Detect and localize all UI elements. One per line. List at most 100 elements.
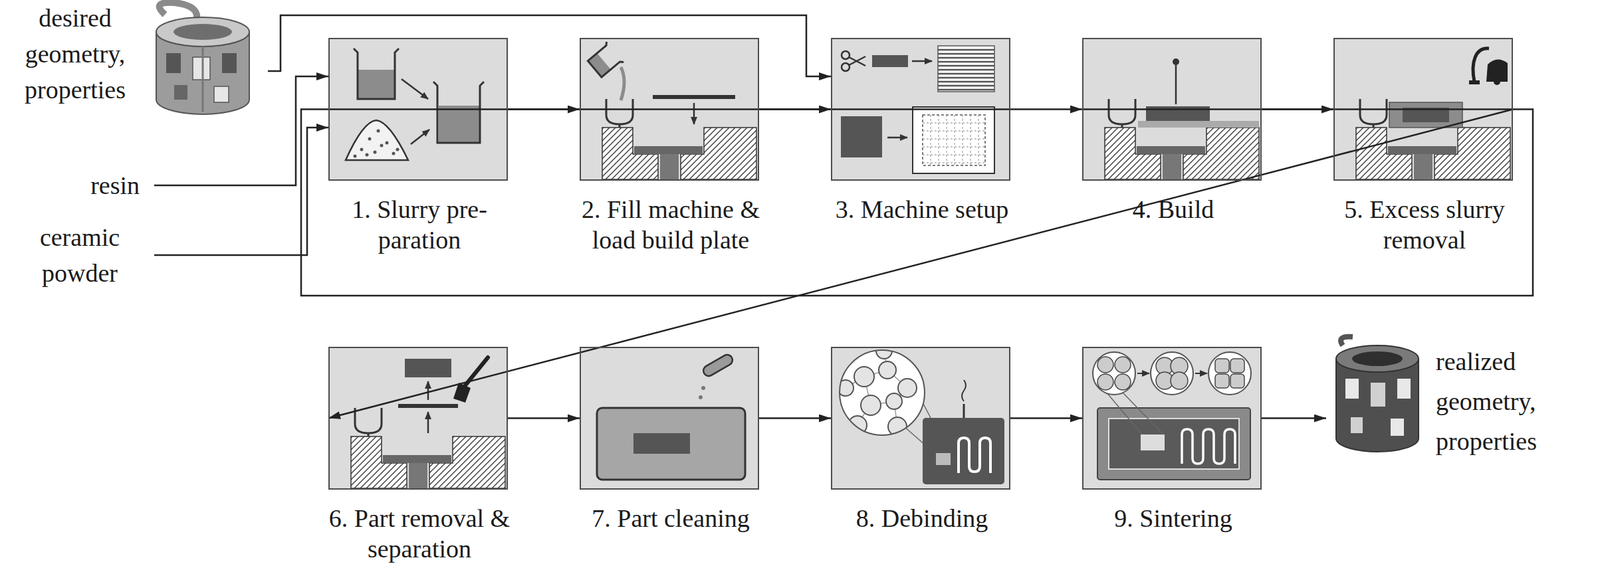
process-step-box: 1. Slurry pre- paration bbox=[328, 37, 508, 181]
desired-part-picture-part bbox=[166, 53, 181, 74]
sintering-icon-part bbox=[1123, 393, 1164, 435]
slurry-preparation-icon-part bbox=[410, 129, 430, 145]
machine-setup-icon-part bbox=[848, 57, 866, 66]
fill-machine-icon-part bbox=[693, 103, 696, 125]
input-output-node: resin bbox=[59, 167, 155, 204]
step-label: 2. Fill machine & load build plate bbox=[571, 194, 771, 256]
slurry-removal-icon-part bbox=[1469, 80, 1480, 85]
flow-arrow bbox=[267, 15, 831, 77]
desired-part-picture-part bbox=[173, 23, 232, 40]
flow-arrow bbox=[1010, 417, 1083, 420]
input-output-node: desired geometry, properties bbox=[5, 0, 268, 120]
slurry-preparation-icon-part bbox=[368, 137, 372, 141]
realized-part-picture-part bbox=[1336, 345, 1419, 373]
process-step-box: 5. Excess slurry removal bbox=[1333, 37, 1513, 181]
machine-setup-icon-part bbox=[848, 56, 866, 66]
realized-part-picture-part bbox=[1350, 417, 1363, 434]
flow-arrow bbox=[328, 109, 1513, 419]
desired-part-picture-part bbox=[202, 46, 205, 112]
step-label: 1. Slurry pre- paration bbox=[319, 194, 520, 256]
machine-setup-icon-part bbox=[841, 51, 850, 60]
slurry-removal-icon-part bbox=[1389, 102, 1463, 128]
slurry-removal-icon-part bbox=[1356, 99, 1511, 180]
debinding-icon-part bbox=[961, 380, 966, 402]
sintering-icon-part bbox=[1195, 372, 1208, 375]
process-step-box: 8. Debinding bbox=[830, 346, 1011, 490]
fill-machine-icon-part-part bbox=[586, 41, 624, 80]
part-removal-icon-part bbox=[427, 381, 430, 401]
machine-setup-icon-part bbox=[937, 49, 995, 90]
step-label: 4. Build bbox=[1073, 194, 1273, 225]
fill-machine-icon-part bbox=[602, 99, 757, 180]
part-removal-icon-part bbox=[404, 358, 452, 378]
desired-part-picture-part bbox=[156, 17, 250, 47]
realized-part-picture-part bbox=[1370, 382, 1386, 407]
slurry-preparation-icon-part bbox=[360, 148, 364, 152]
io-label: ceramic powder bbox=[19, 219, 140, 292]
process-step-box: 3. Machine setup bbox=[830, 37, 1011, 181]
part-removal-icon-part bbox=[350, 408, 506, 489]
part-cleaning-icon-part bbox=[633, 433, 690, 455]
machine-setup-icon-part bbox=[922, 114, 986, 166]
sintering-icon-part bbox=[1181, 429, 1236, 464]
sintering-icon-part bbox=[1137, 372, 1150, 375]
step-label: 8. Debinding bbox=[822, 503, 1022, 534]
process-step-box: 7. Part cleaning bbox=[579, 346, 760, 490]
debinding-icon-part bbox=[839, 350, 925, 436]
slurry-preparation-icon-part bbox=[433, 81, 484, 143]
part-cleaning-icon-part bbox=[701, 386, 706, 391]
slurry-preparation-icon-part bbox=[357, 69, 395, 100]
build-icon-part bbox=[1175, 64, 1178, 105]
sintering-icon-part bbox=[1108, 418, 1240, 470]
process-step-box: 4. Build bbox=[1082, 37, 1262, 181]
sintering-icon-part bbox=[1230, 358, 1245, 373]
slurry-preparation-icon-part bbox=[438, 105, 480, 143]
machine-setup-icon-part bbox=[887, 136, 908, 139]
sintering-icon-part bbox=[1140, 434, 1165, 451]
desired-part-picture-part bbox=[192, 57, 211, 80]
slurry-preparation-icon-part bbox=[376, 129, 381, 133]
debinding-icon-part-part bbox=[860, 395, 881, 416]
step-label: 9. Sintering bbox=[1073, 503, 1273, 534]
slurry-removal-icon-part bbox=[1493, 78, 1501, 86]
part-removal-icon bbox=[328, 346, 508, 490]
flow-arrow bbox=[1261, 417, 1327, 420]
process-step-box: 2. Fill machine & load build plate bbox=[579, 37, 760, 181]
debinding-icon-part-part bbox=[888, 417, 907, 437]
slurry-preparation-icon-part bbox=[385, 141, 389, 145]
desired-part-picture bbox=[156, 2, 250, 115]
part-cleaning-icon-part bbox=[698, 395, 703, 400]
process-step-box: 9. Sintering bbox=[1082, 346, 1262, 490]
slurry-preparation-icon-part bbox=[345, 120, 409, 161]
part-removal-icon-part bbox=[427, 412, 430, 434]
debinding-icon-part bbox=[935, 453, 951, 466]
io-label: resin bbox=[59, 167, 140, 204]
sintering-icon-part bbox=[1114, 374, 1131, 391]
build-icon-part bbox=[1172, 58, 1180, 66]
sintering-icon-part bbox=[1208, 352, 1252, 395]
sintering-icon-part bbox=[1170, 372, 1188, 390]
machine-setup-icon-part bbox=[912, 60, 932, 63]
step-label: 5. Excess slurry removal bbox=[1324, 194, 1525, 256]
fill-machine-icon-part bbox=[620, 67, 625, 101]
debinding-icon-part-part bbox=[898, 378, 917, 398]
realized-part-picture-part bbox=[1390, 418, 1404, 437]
input-output-node: ceramic powder bbox=[19, 219, 155, 292]
build-icon-part bbox=[1104, 99, 1259, 180]
io-label: desired geometry, properties bbox=[5, 0, 145, 108]
sintering-icon-part bbox=[1150, 352, 1194, 395]
slurry-removal-icon-part bbox=[1486, 59, 1508, 82]
desired-part-picture-part bbox=[214, 86, 229, 103]
machine-setup-icon-part bbox=[912, 107, 995, 174]
slurry-preparation-icon-part bbox=[353, 48, 399, 100]
part-removal-icon-part bbox=[398, 404, 458, 409]
debinding-icon bbox=[830, 342, 1011, 490]
desired-part-picture-part bbox=[222, 53, 237, 74]
slurry-preparation-icon-part bbox=[353, 154, 357, 159]
sintering-icon-part bbox=[1215, 374, 1230, 389]
flow-arrow bbox=[154, 76, 329, 186]
sintering-icon-part bbox=[1097, 356, 1114, 373]
machine-setup-icon-part bbox=[922, 114, 986, 166]
